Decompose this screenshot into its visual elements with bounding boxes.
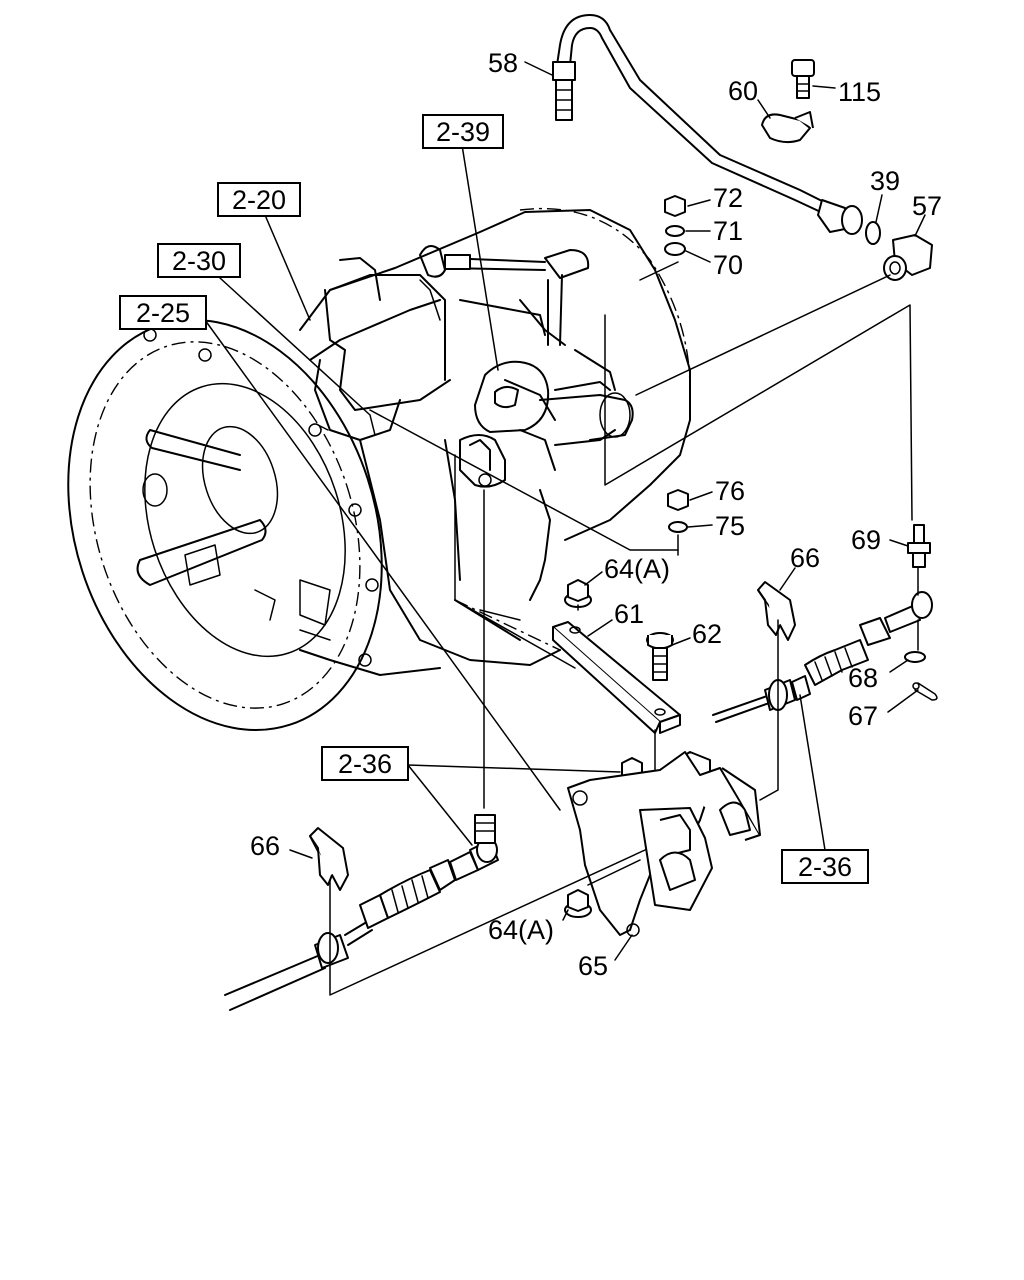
ref-label-2-39: 2-39 bbox=[436, 117, 490, 147]
washer-70 bbox=[664, 242, 686, 256]
bolt-62 bbox=[646, 632, 674, 681]
callout-39: 39 bbox=[870, 166, 900, 196]
ref-label-2-25: 2-25 bbox=[136, 298, 190, 328]
nut-76 bbox=[667, 489, 689, 511]
callout-115: 115 bbox=[838, 77, 881, 107]
upper-cable bbox=[712, 591, 933, 723]
washer-39 bbox=[865, 221, 881, 245]
callout-72: 72 bbox=[713, 183, 743, 213]
clutch-hose bbox=[552, 14, 863, 235]
callout-71: 71 bbox=[713, 216, 743, 246]
callout-68: 68 bbox=[848, 663, 878, 693]
callout-61: 61 bbox=[614, 599, 644, 629]
hose-clip-60 bbox=[761, 111, 814, 144]
callout-70: 70 bbox=[713, 250, 743, 280]
bolt-115 bbox=[791, 59, 815, 99]
callout-66-upper: 66 bbox=[790, 543, 820, 573]
bracket-plate-61 bbox=[552, 621, 681, 734]
transmission-assembly bbox=[67, 207, 691, 732]
part-callouts: 58 60 115 39 57 72 71 70 76 75 69 66 64(… bbox=[250, 48, 942, 981]
callout-76: 76 bbox=[715, 476, 745, 506]
ref-label-2-36-right: 2-36 bbox=[798, 852, 852, 882]
callout-69: 69 bbox=[851, 525, 881, 555]
reference-box-2-25: 2-25 bbox=[119, 295, 207, 330]
reference-box-2-36-left: 2-36 bbox=[321, 746, 409, 781]
cotter-pin-67 bbox=[912, 682, 938, 701]
callout-66-lower: 66 bbox=[250, 831, 280, 861]
cable-clip-66-lower bbox=[309, 827, 349, 891]
flange-nut-64a-upper bbox=[564, 579, 592, 608]
reference-box-2-30: 2-30 bbox=[157, 243, 241, 278]
callout-64a-lower: 64(A) bbox=[488, 915, 554, 945]
ref-label-2-30: 2-30 bbox=[172, 246, 226, 276]
leader-lines bbox=[204, 61, 926, 996]
callout-60: 60 bbox=[728, 76, 758, 106]
reference-box-2-20: 2-20 bbox=[217, 182, 301, 217]
reference-box-2-36-right: 2-36 bbox=[781, 849, 869, 884]
callout-67: 67 bbox=[848, 701, 878, 731]
callout-65: 65 bbox=[578, 951, 608, 981]
washer-75 bbox=[668, 521, 688, 533]
callout-64a-upper: 64(A) bbox=[604, 554, 670, 584]
callout-57: 57 bbox=[912, 191, 942, 221]
nut-72 bbox=[664, 195, 686, 217]
washer-71 bbox=[665, 225, 685, 237]
callout-58: 58 bbox=[488, 48, 518, 78]
union-57 bbox=[883, 234, 933, 281]
ref-label-2-20: 2-20 bbox=[232, 185, 286, 215]
pin-69 bbox=[907, 524, 931, 568]
ref-label-2-36-left: 2-36 bbox=[338, 749, 392, 779]
lower-cable bbox=[224, 814, 499, 1011]
washer-68 bbox=[904, 651, 926, 663]
flange-nut-64a-lower bbox=[564, 889, 592, 918]
cable-clip-66-upper bbox=[757, 581, 796, 641]
cable-bracket-65 bbox=[567, 751, 761, 937]
callout-62: 62 bbox=[692, 619, 722, 649]
reference-box-2-39: 2-39 bbox=[422, 114, 504, 149]
callout-75: 75 bbox=[715, 511, 745, 541]
